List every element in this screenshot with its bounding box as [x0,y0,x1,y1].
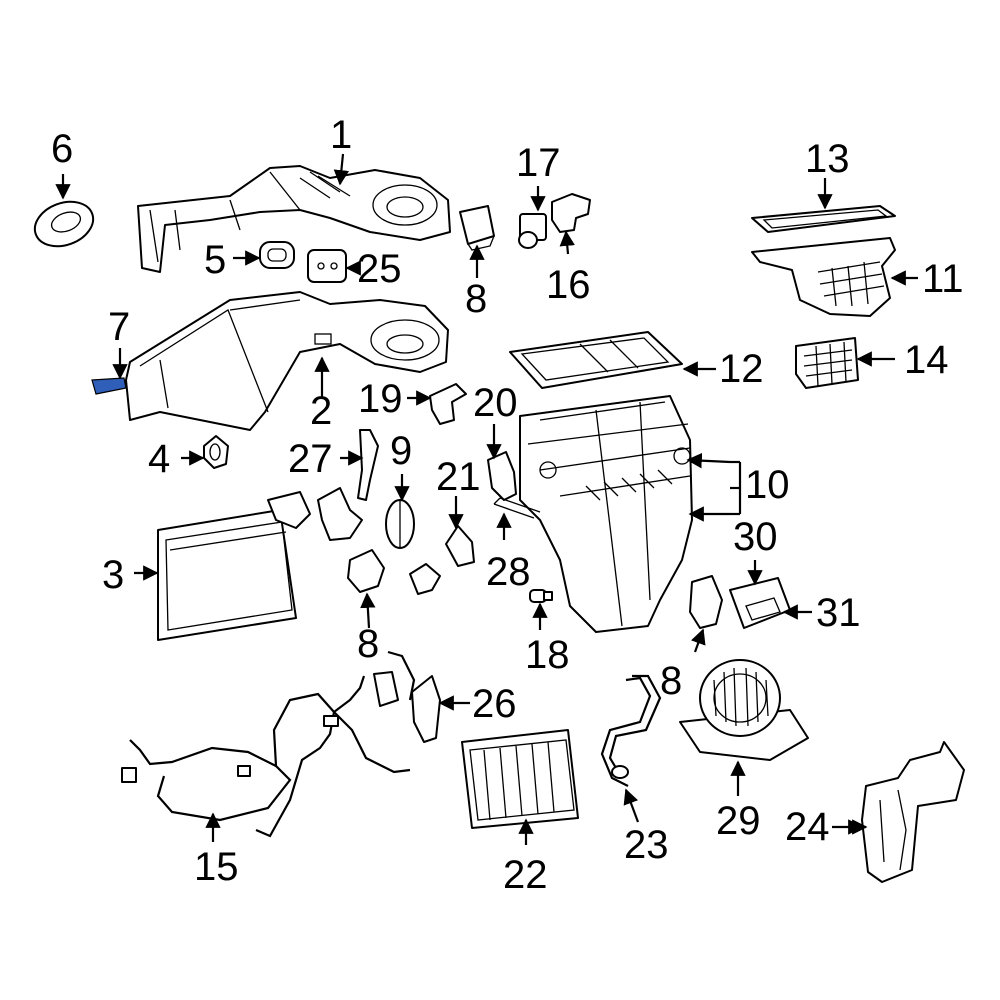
callout-10: 10 [745,463,790,507]
callout-12: 12 [719,347,764,391]
callout-30: 30 [733,515,778,559]
callout-26: 26 [472,682,517,726]
part-19-clip[interactable] [429,383,467,425]
callout-17: 17 [516,141,561,185]
callout-8-top: 8 [465,277,487,321]
part-16-connector[interactable] [551,193,591,233]
part-8-actuator-middle[interactable] [347,549,385,593]
part-29-blower-motor[interactable] [679,659,809,761]
part-13-seal[interactable] [751,205,896,233]
callout-23: 23 [624,823,669,867]
callout-2: 2 [310,389,332,433]
part-7-drain-tube[interactable] [91,377,127,395]
part-2-lower-case[interactable] [125,291,449,431]
part-8-actuator-right[interactable] [689,575,723,629]
callout-13: 13 [805,137,850,181]
callout-9: 9 [390,429,412,473]
part-17-sensor[interactable] [518,213,547,249]
callout-1: 1 [330,113,352,157]
part-30-31-module[interactable] [729,577,791,629]
callout-4: 4 [148,437,170,481]
callout-14: 14 [904,338,949,382]
part-20-actuator[interactable] [487,451,517,501]
part-5-grommet[interactable] [259,241,295,269]
part-28-link[interactable] [493,497,541,519]
part-8-actuator-top[interactable] [459,205,495,251]
part-10-heater-case[interactable] [519,395,693,633]
callout-31: 31 [816,591,861,635]
part-1-upper-case[interactable] [137,165,451,273]
part-9-door[interactable] [385,499,415,549]
callout-5: 5 [204,238,226,282]
part-24-duct[interactable] [861,741,965,883]
bracket-part[interactable] [317,487,363,541]
callout-19: 19 [358,377,403,421]
callout-6: 6 [51,127,73,171]
part-15-wiring-harness[interactable] [121,675,411,838]
part-23-tube[interactable] [600,674,662,787]
callout-labels: 1 2 3 4 5 6 7 8 8 8 9 10 11 12 13 14 15 … [51,113,964,897]
callout-8-middle: 8 [357,622,379,666]
callout-3: 3 [102,553,124,597]
lever-part[interactable] [409,563,441,595]
part-25-pad[interactable] [307,249,347,283]
callout-25: 25 [357,247,402,291]
part-21-door[interactable] [445,525,475,567]
callout-8-right: 8 [660,659,682,703]
callout-7: 7 [108,305,130,349]
part-11-inlet-housing[interactable] [751,237,896,317]
part-14-filter-grille[interactable] [795,337,859,389]
callout-18: 18 [525,633,570,677]
part-22-heater-core[interactable] [461,729,579,829]
callout-24: 24 [785,805,830,849]
callout-15: 15 [194,845,239,889]
callout-28: 28 [486,550,531,594]
part-18-plug[interactable] [529,589,553,603]
callout-11: 11 [922,257,964,301]
callout-16: 16 [546,263,591,307]
callout-22: 22 [503,853,548,897]
leader-lines [55,153,918,845]
callout-29: 29 [716,799,761,843]
part-6-cap[interactable] [29,194,100,254]
callout-20: 20 [473,381,518,425]
callout-21: 21 [436,455,481,499]
part-4-grommet[interactable] [203,435,229,469]
part-3-evaporator[interactable] [157,491,311,641]
part-26-connector[interactable] [373,650,441,743]
part-27-link-rod[interactable] [357,429,379,501]
callout-27: 27 [288,437,333,481]
part-12-cabin-filter[interactable] [509,331,683,389]
